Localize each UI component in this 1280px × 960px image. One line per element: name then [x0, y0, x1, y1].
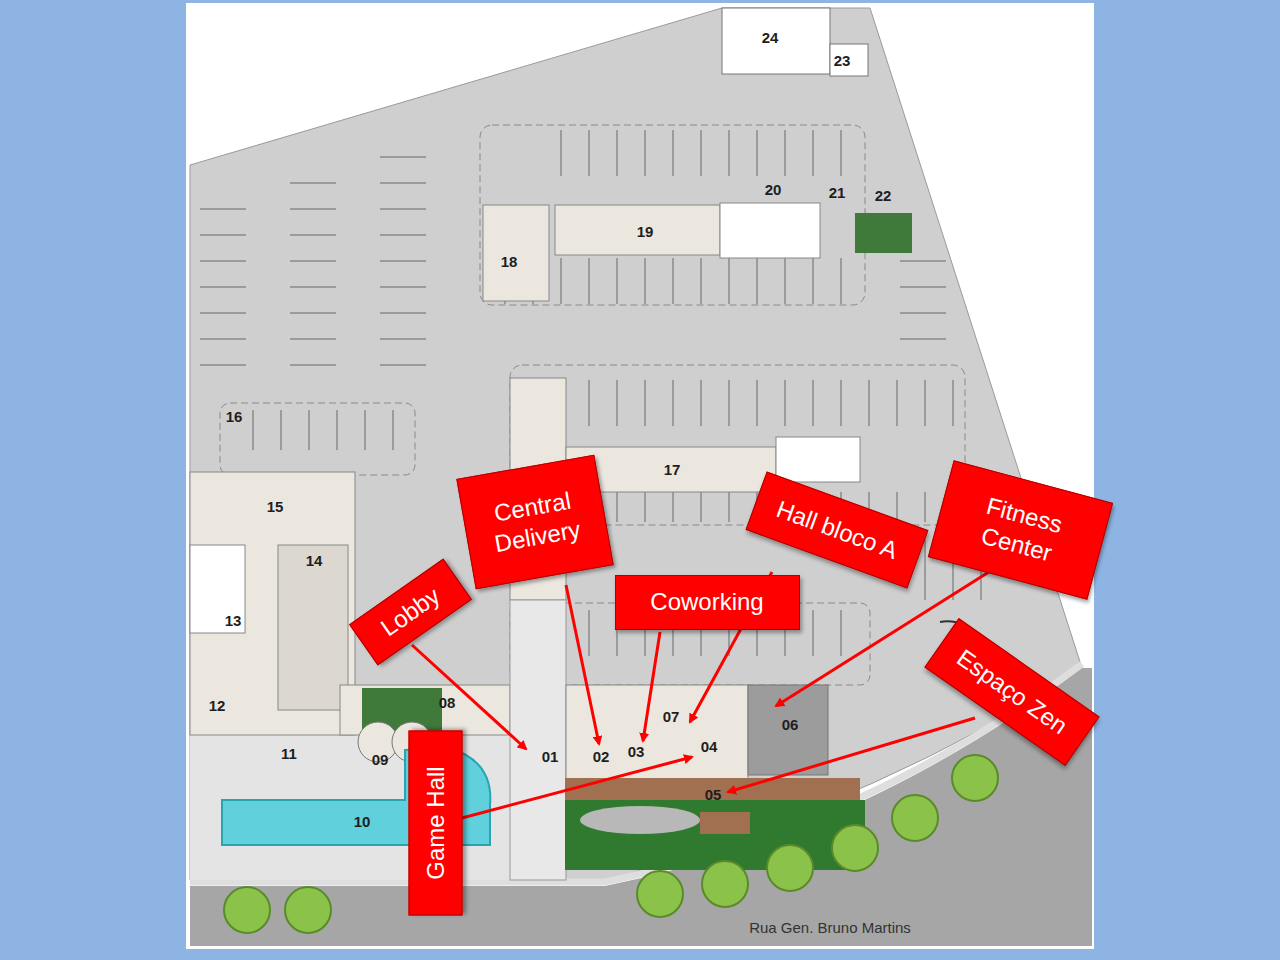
callout-number: 09	[372, 752, 389, 769]
callout-box: Game Hall	[408, 731, 462, 916]
callout-box: Coworking	[615, 575, 800, 630]
callout-number: 03	[628, 744, 645, 761]
callout-text: Lobby	[375, 581, 446, 643]
callout-number: 16	[226, 409, 243, 426]
callout-number: 11	[281, 746, 297, 763]
callout-number: 13	[225, 613, 242, 630]
callout-number: 15	[267, 499, 284, 516]
callout-number: 24	[762, 30, 779, 47]
callout-box: Hall bloco A	[746, 471, 929, 588]
callout-number: 07	[663, 709, 680, 726]
callout-number: 02	[593, 749, 610, 766]
callout-number: 08	[439, 695, 456, 712]
callout-number: 23	[834, 53, 851, 70]
callout-text: Hall bloco A	[772, 494, 901, 566]
callout-number: 14	[306, 553, 323, 570]
callout-box: Central Delivery	[456, 455, 613, 590]
callout-text: Espaço Zen	[951, 643, 1073, 741]
callout-text: Fitness Center	[943, 483, 1097, 578]
callout-text: Coworking	[650, 587, 763, 617]
street-name: Rua Gen. Bruno Martins	[749, 920, 911, 937]
callout-number: 04	[701, 739, 718, 756]
callout-number: 21	[829, 185, 846, 202]
callout-number: 12	[209, 698, 226, 715]
callout-text: Game Hall	[420, 766, 450, 879]
callout-number: 01	[542, 749, 559, 766]
callout-box: Espaço Zen	[924, 618, 1099, 766]
callout-number: 20	[765, 182, 782, 199]
callout-number: 19	[637, 224, 654, 241]
callout-number: 10	[354, 814, 371, 831]
callout-number: 18	[501, 254, 518, 271]
callout-number: 06	[782, 717, 799, 734]
callout-text: Central Delivery	[472, 482, 599, 562]
callout-box: Fitness Center	[927, 460, 1112, 599]
callout-number: 17	[664, 462, 681, 479]
callout-number: 05	[705, 787, 722, 804]
callout-number: 22	[875, 188, 892, 205]
callout-box: Lobby	[349, 559, 472, 666]
